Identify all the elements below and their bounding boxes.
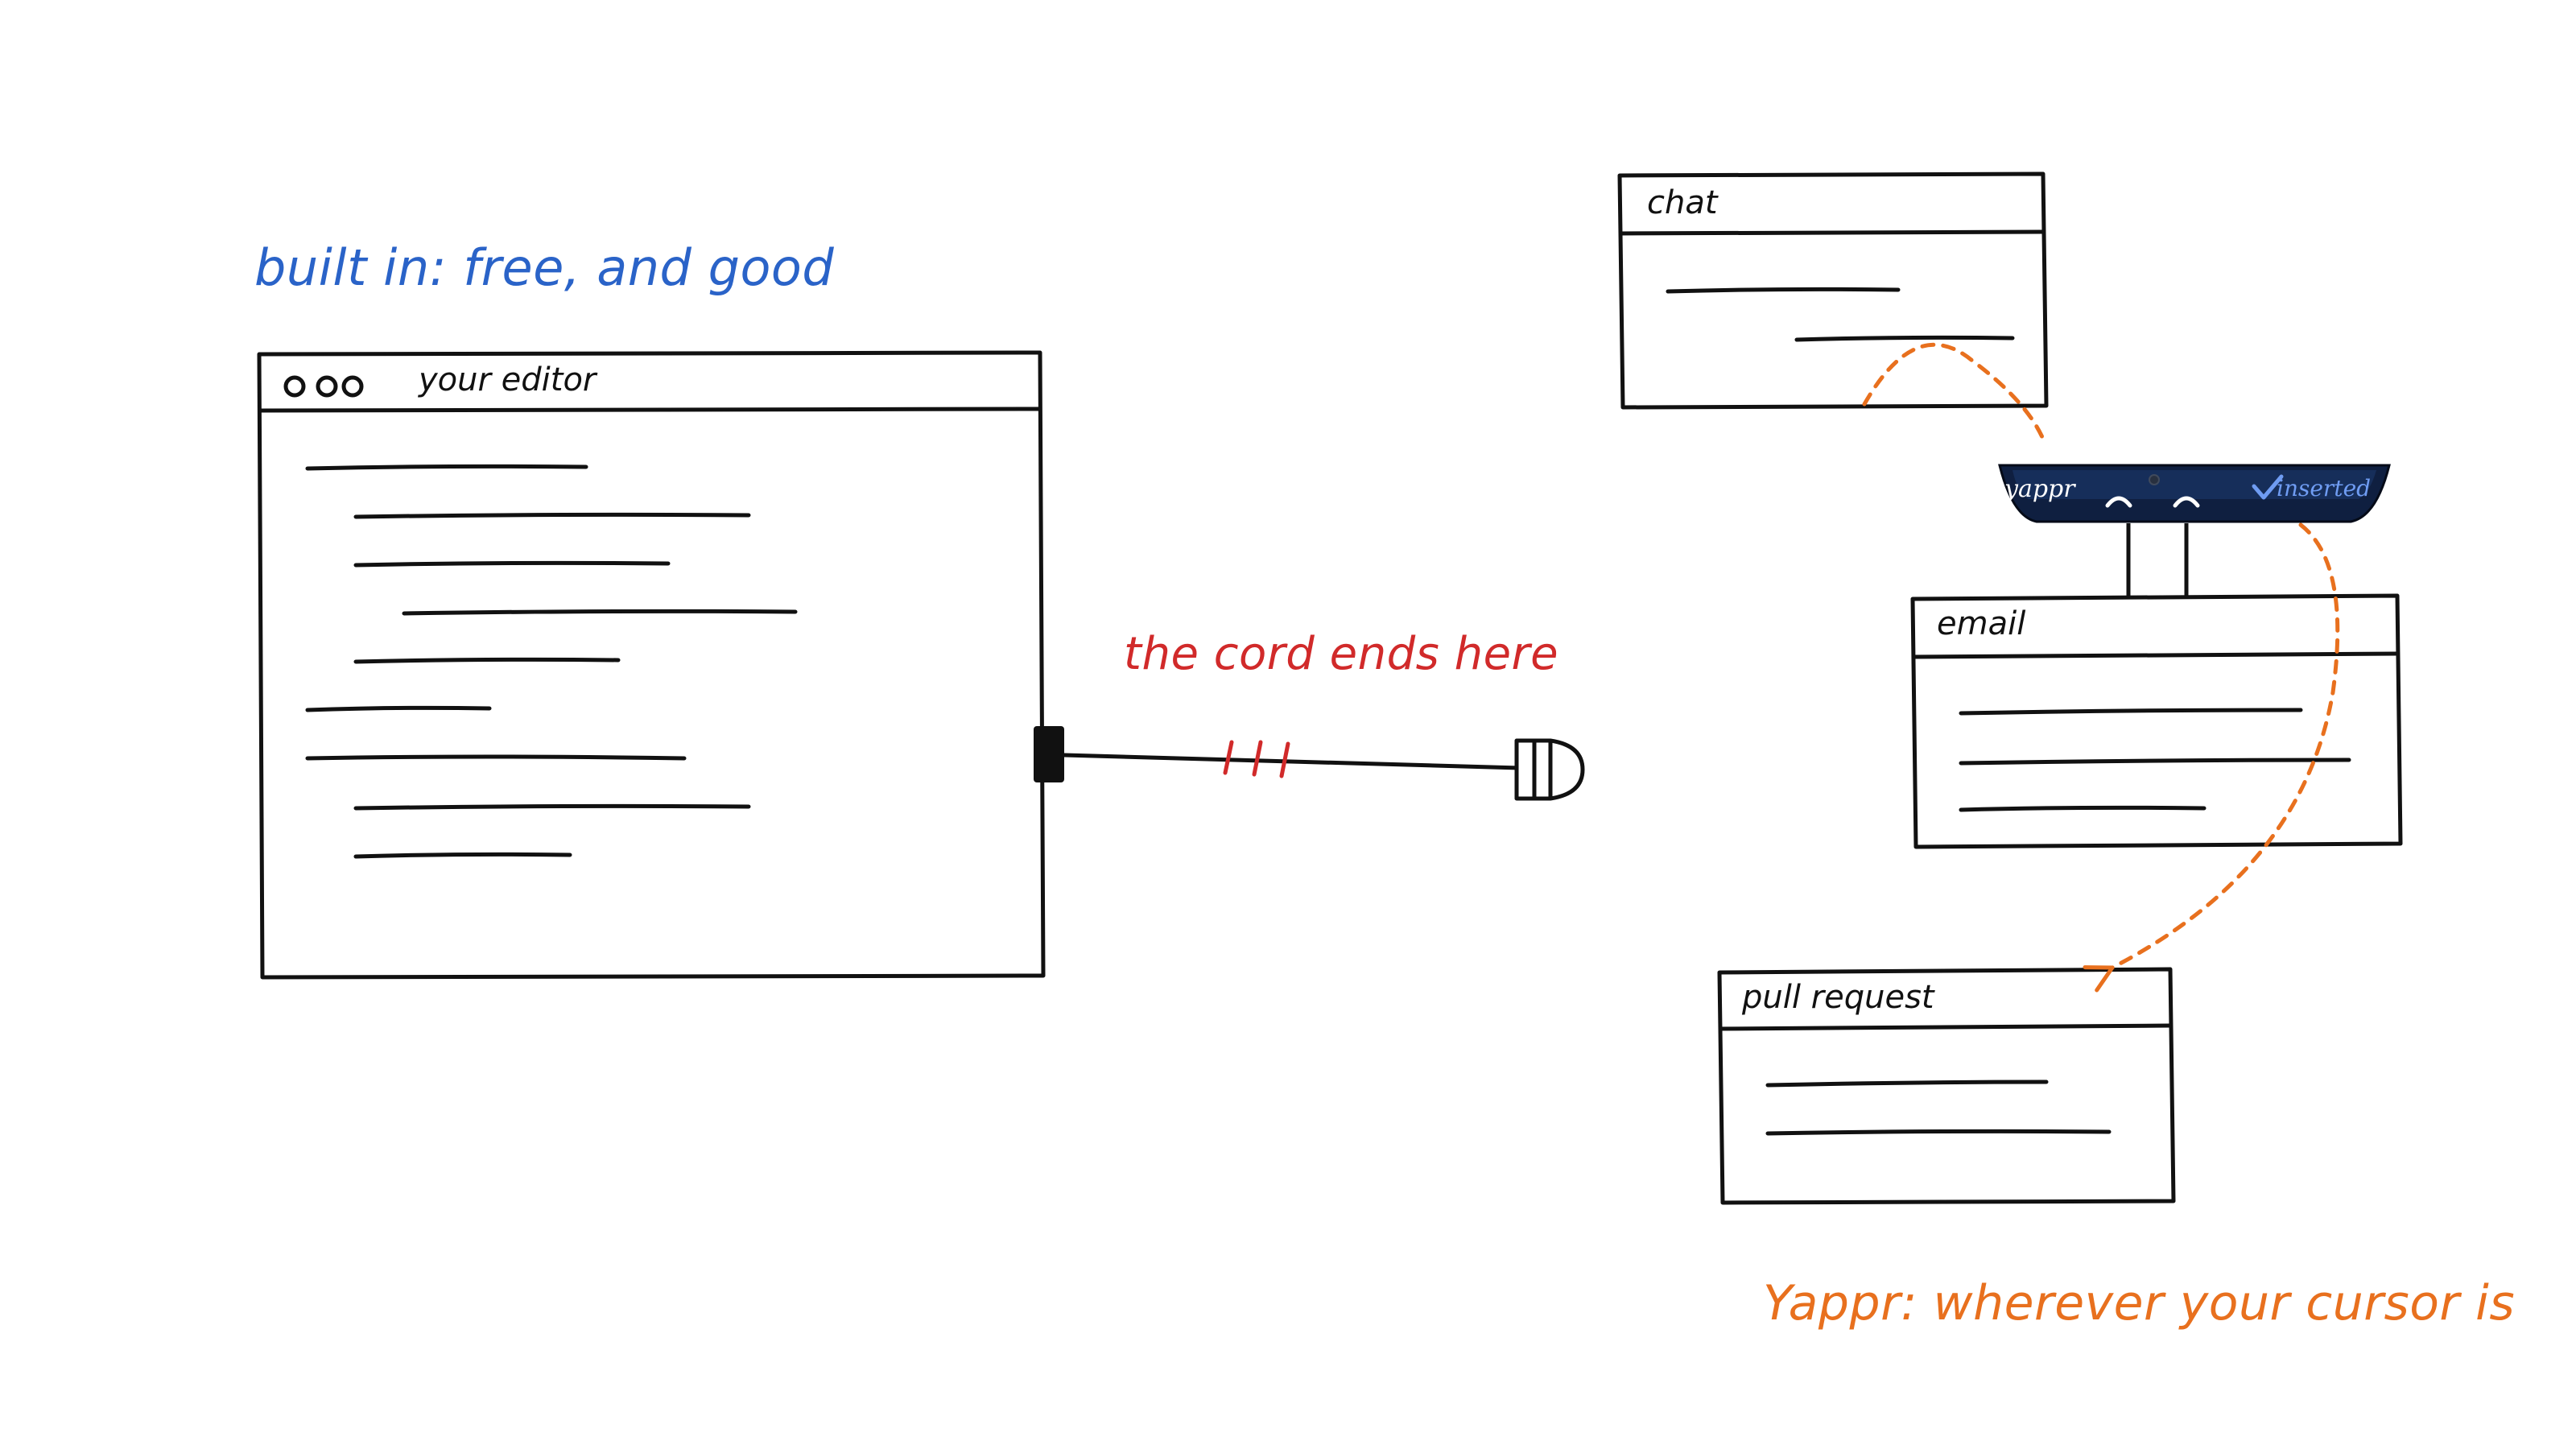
- editor-titlebar-divider: [258, 407, 1041, 413]
- cord-socket: [1034, 726, 1064, 782]
- chat-lines: [1666, 287, 2015, 342]
- email-frame: [1910, 593, 2403, 849]
- cord-line: [1062, 753, 1522, 770]
- pill-status-label: inserted: [2277, 475, 2372, 502]
- check-icon: [2252, 474, 2284, 500]
- cut-marks: [1223, 740, 1290, 778]
- pill-gloss: [2013, 470, 2376, 499]
- chat-titlebar-divider: [1619, 229, 2044, 236]
- editor-window: [257, 350, 1046, 980]
- email-titlebar-divider: [1912, 651, 2398, 659]
- cord: [1034, 726, 1585, 801]
- pill-stand: [2126, 523, 2189, 597]
- chat-title: chat: [1647, 184, 1718, 221]
- email-window: [1910, 593, 2403, 849]
- editor-title: your editor: [419, 361, 597, 398]
- three-dots-icon: [283, 375, 364, 398]
- pr-titlebar-divider: [1719, 1023, 2171, 1031]
- pull-request-title: pull request: [1742, 979, 1934, 1016]
- email-title: email: [1937, 605, 2026, 642]
- yappr-pill: [1998, 464, 2391, 597]
- arrow-pill-to-pr: [2083, 522, 2340, 993]
- pill-camera-dot: [2149, 474, 2160, 485]
- builtin-caption: built in: free, and good: [254, 238, 835, 297]
- plug-icon: [1514, 738, 1585, 801]
- cord-caption: the cord ends here: [1124, 628, 1559, 680]
- flow-arrows: [1862, 342, 2340, 993]
- chat-window: [1617, 171, 2049, 410]
- smile-eyes-icon: [2105, 496, 2200, 508]
- arrow-chat-to-pill: [1862, 342, 2047, 445]
- editor-code-lines: [305, 464, 798, 859]
- pull-request-window: [1717, 967, 2176, 1205]
- pr-lines: [1765, 1080, 2112, 1136]
- email-lines: [1959, 708, 2351, 812]
- yappr-caption: Yappr: wherever your cursor is: [1763, 1275, 2516, 1331]
- editor-frame: [257, 350, 1046, 980]
- pill-brand-label: yappr: [2004, 475, 2075, 503]
